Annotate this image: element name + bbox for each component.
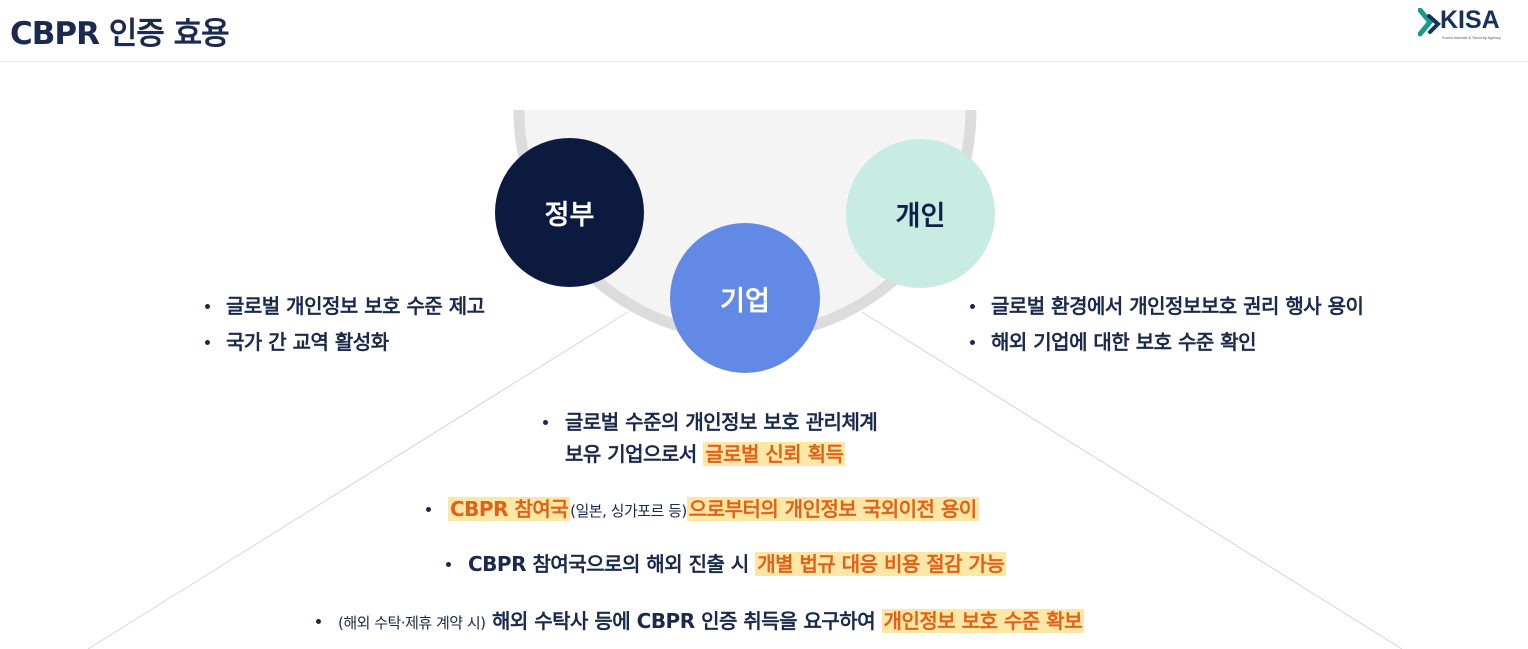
enterprise-circle: 기업	[670, 223, 820, 373]
government-circle: 정부	[495, 138, 644, 287]
list-item: 글로벌 개인정보 보호 수준 제고	[202, 288, 485, 324]
enterprise-benefit-trust: 글로벌 수준의 개인정보 보호 관리체계 보유 기업으로서 글로벌 신뢰 획득	[540, 406, 878, 470]
highlight-text: 글로벌 신뢰 획득	[703, 442, 846, 466]
plain-text: CBPR 참여국으로의 해외 진출 시	[468, 552, 756, 576]
plain-text: 해외 수탁사 등에 CBPR 인증 취득을 요구하여	[485, 609, 882, 633]
enterprise-benefit-cost: CBPR 참여국으로의 해외 진출 시 개별 법규 대응 비용 절감 가능	[443, 548, 1007, 580]
enterprise-benefit-assurance: (해외 수탁·제휴 계약 시) 해외 수탁사 등에 CBPR 인증 취득을 요구…	[313, 605, 1084, 637]
kisa-logo: KISA Korea Internet & Security Agency	[1418, 6, 1518, 44]
note-text: (일본, 싱가포르 등)	[570, 502, 687, 520]
kisa-logo-mark-icon	[1418, 8, 1441, 37]
individual-circle: 개인	[846, 139, 995, 288]
list-item: 국가 간 교역 활성화	[202, 324, 485, 360]
header-bar: CBPR 인증 효용 KISA Korea Internet & Securit…	[0, 0, 1528, 62]
list-item-line: 보유 기업으로서 글로벌 신뢰 획득	[540, 438, 877, 470]
individual-benefits-list: 글로벌 환경에서 개인정보보호 권리 행사 용이 해외 기업에 대한 보호 수준…	[967, 288, 1364, 360]
plain-text: 보유 기업으로서	[565, 442, 704, 466]
highlight-text: 으로부터의 개인정보 국외이전 용이	[686, 497, 979, 521]
enterprise-benefit-transfer: CBPR 참여국(일본, 싱가포르 등)으로부터의 개인정보 국외이전 용이	[423, 493, 979, 525]
list-item-line: 글로벌 수준의 개인정보 보호 관리체계	[540, 406, 878, 438]
highlight-text: CBPR 참여국	[448, 497, 571, 521]
logo-text: KISA	[1440, 6, 1500, 34]
government-label: 정부	[544, 200, 595, 231]
note-text: (해외 수탁·제휴 계약 시)	[338, 614, 486, 632]
page-title: CBPR 인증 효용	[10, 16, 230, 52]
individual-label: 개인	[895, 201, 946, 232]
highlight-text: 개별 법규 대응 비용 절감 가능	[755, 552, 1007, 576]
government-benefits-list: 글로벌 개인정보 보호 수준 제고 국가 간 교역 활성화	[202, 288, 485, 360]
logo-subtitle: Korea Internet & Security Agency	[1442, 35, 1501, 40]
list-item: 글로벌 환경에서 개인정보보호 권리 행사 용이	[967, 288, 1364, 324]
list-item: 해외 기업에 대한 보호 수준 확인	[967, 324, 1363, 360]
highlight-text: 개인정보 보호 수준 확보	[881, 609, 1084, 633]
enterprise-label: 기업	[720, 285, 770, 317]
